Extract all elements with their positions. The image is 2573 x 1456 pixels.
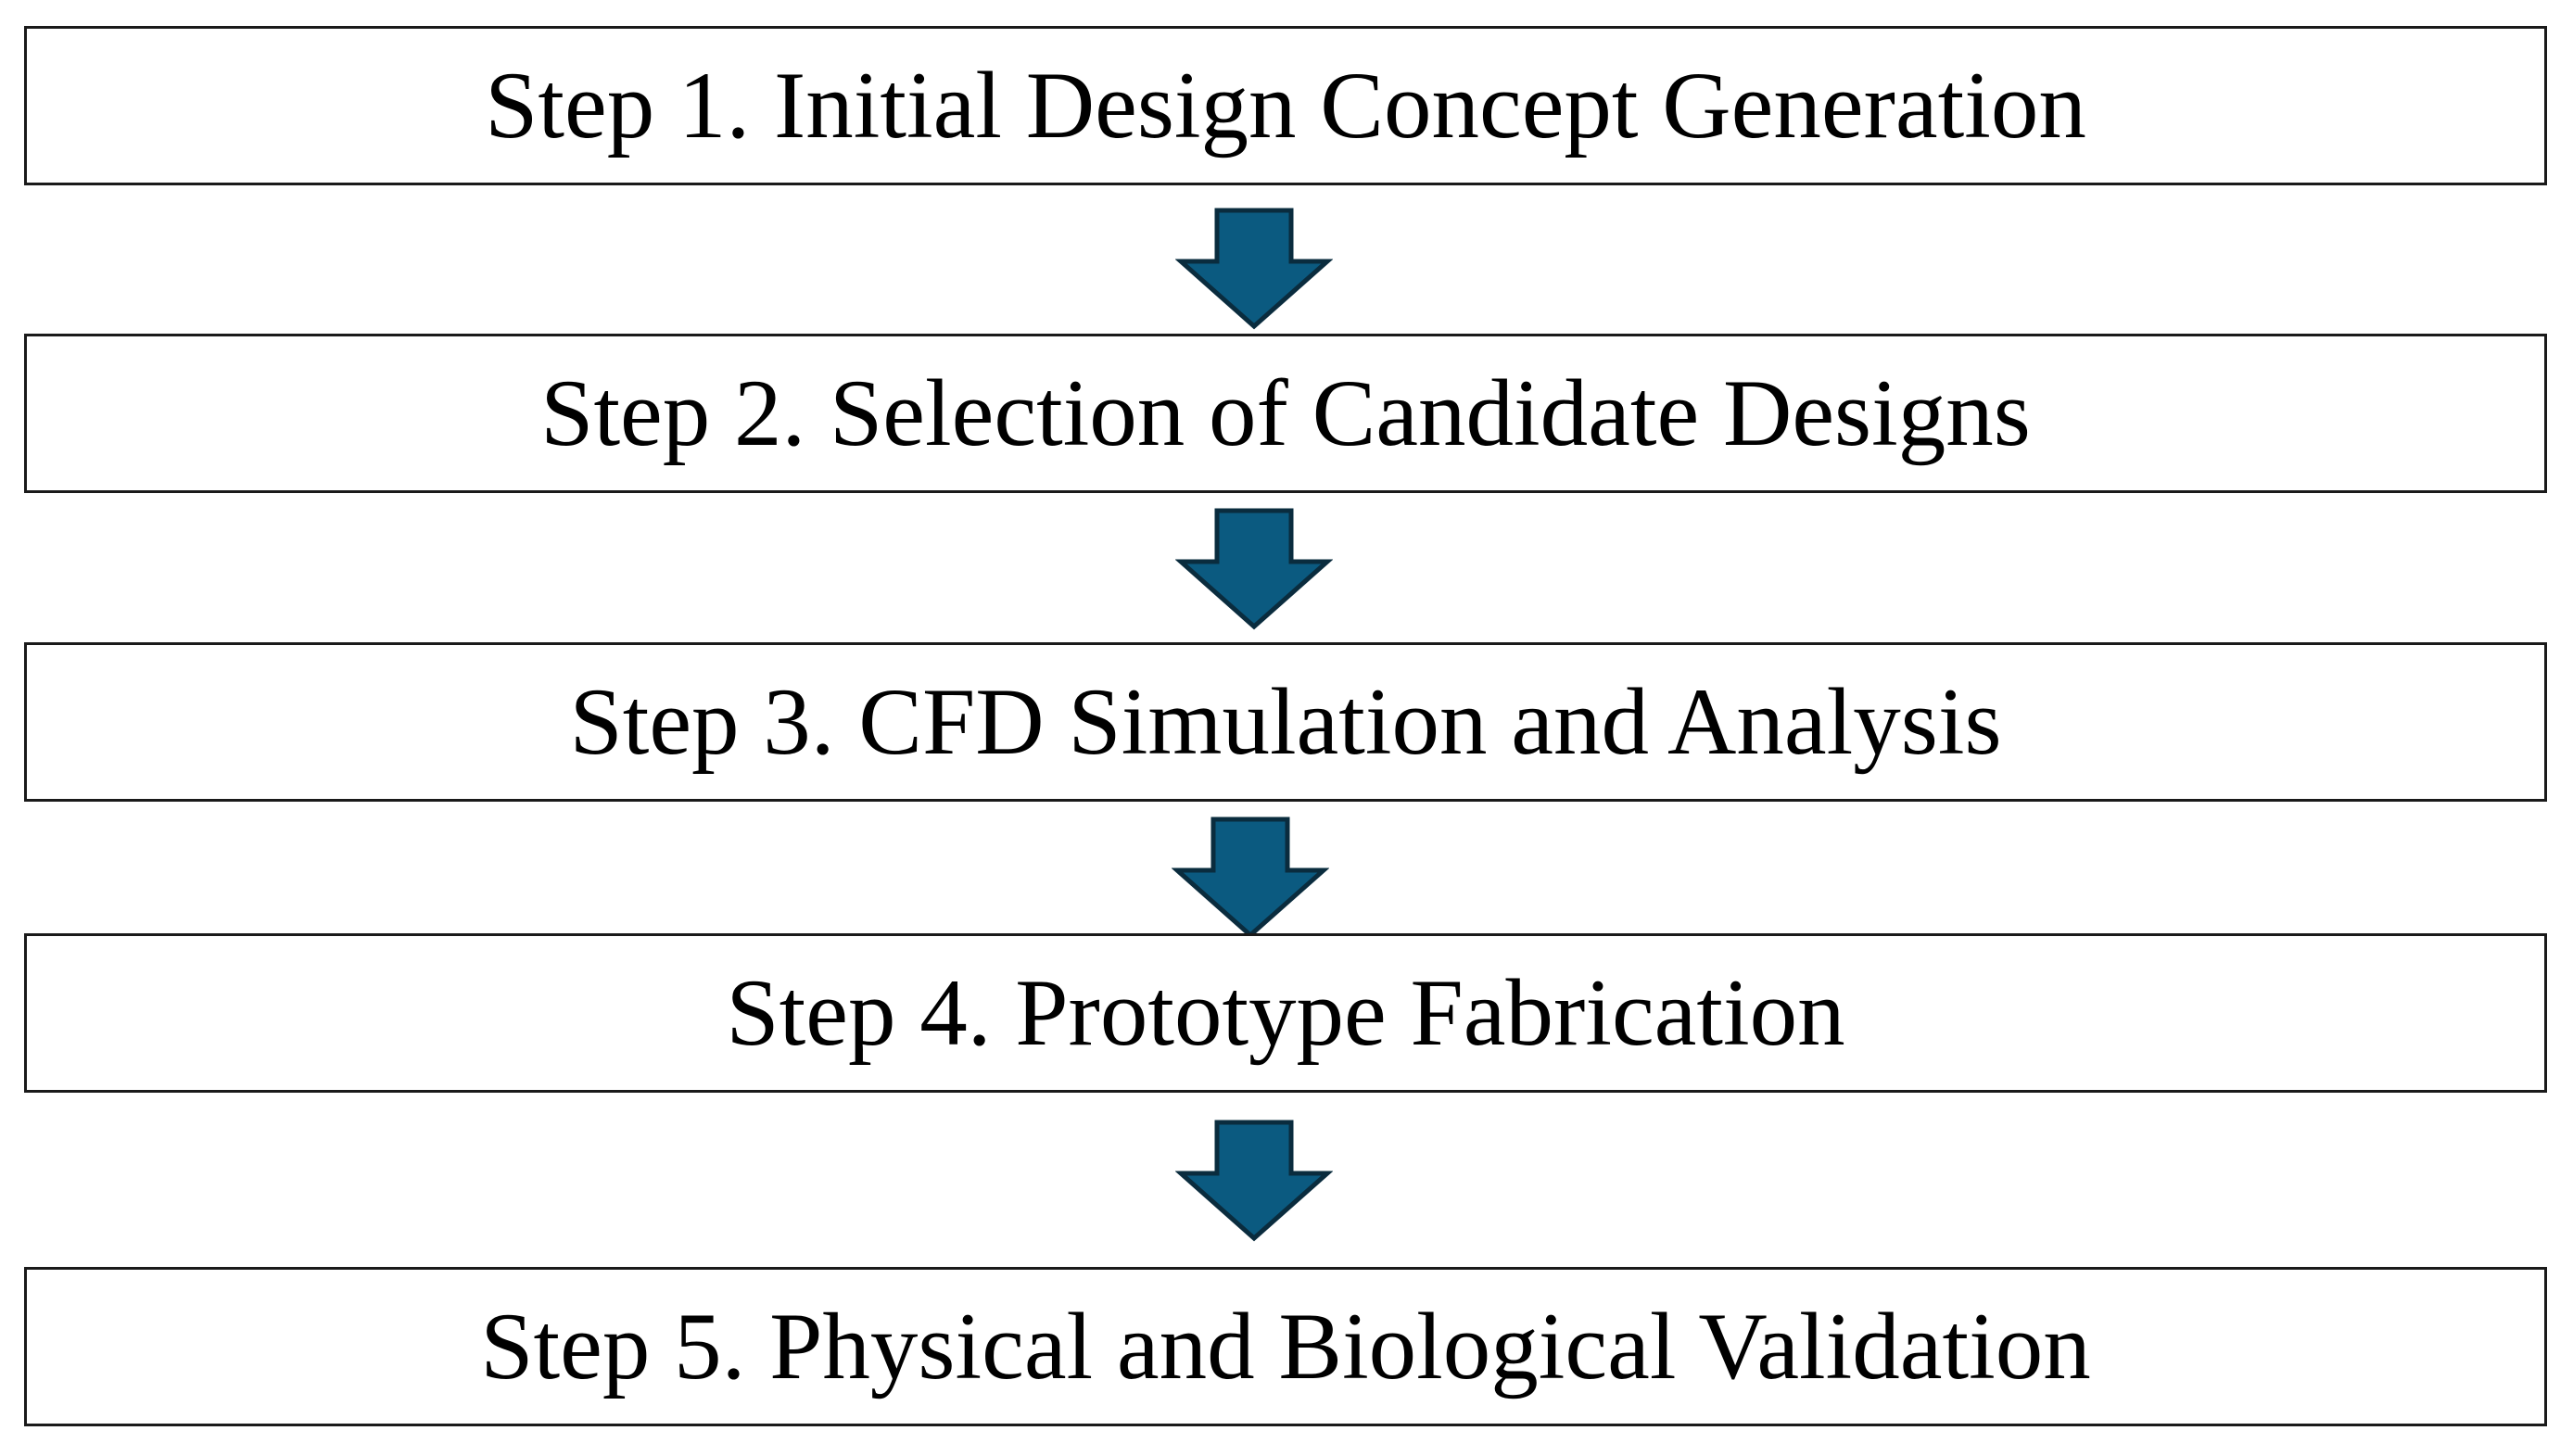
- step-2-label: Step 2. Selection of Candidate Designs: [540, 360, 2031, 466]
- step-1-box: Step 1. Initial Design Concept Generatio…: [24, 26, 2547, 185]
- down-arrow-icon: [1175, 508, 1333, 630]
- step-5-box: Step 5. Physical and Biological Validati…: [24, 1267, 2547, 1426]
- step-4-box: Step 4. Prototype Fabrication: [24, 933, 2547, 1093]
- step-2-box: Step 2. Selection of Candidate Designs: [24, 334, 2547, 493]
- step-5-label: Step 5. Physical and Biological Validati…: [480, 1293, 2091, 1399]
- down-arrow-icon: [1175, 208, 1333, 330]
- down-arrow-icon: [1175, 1120, 1333, 1242]
- step-3-box: Step 3. CFD Simulation and Analysis: [24, 642, 2547, 802]
- step-4-label: Step 4. Prototype Fabrication: [726, 959, 1845, 1066]
- step-3-label: Step 3. CFD Simulation and Analysis: [569, 668, 2002, 775]
- down-arrow-icon: [1172, 817, 1329, 939]
- step-1-label: Step 1. Initial Design Concept Generatio…: [485, 52, 2086, 158]
